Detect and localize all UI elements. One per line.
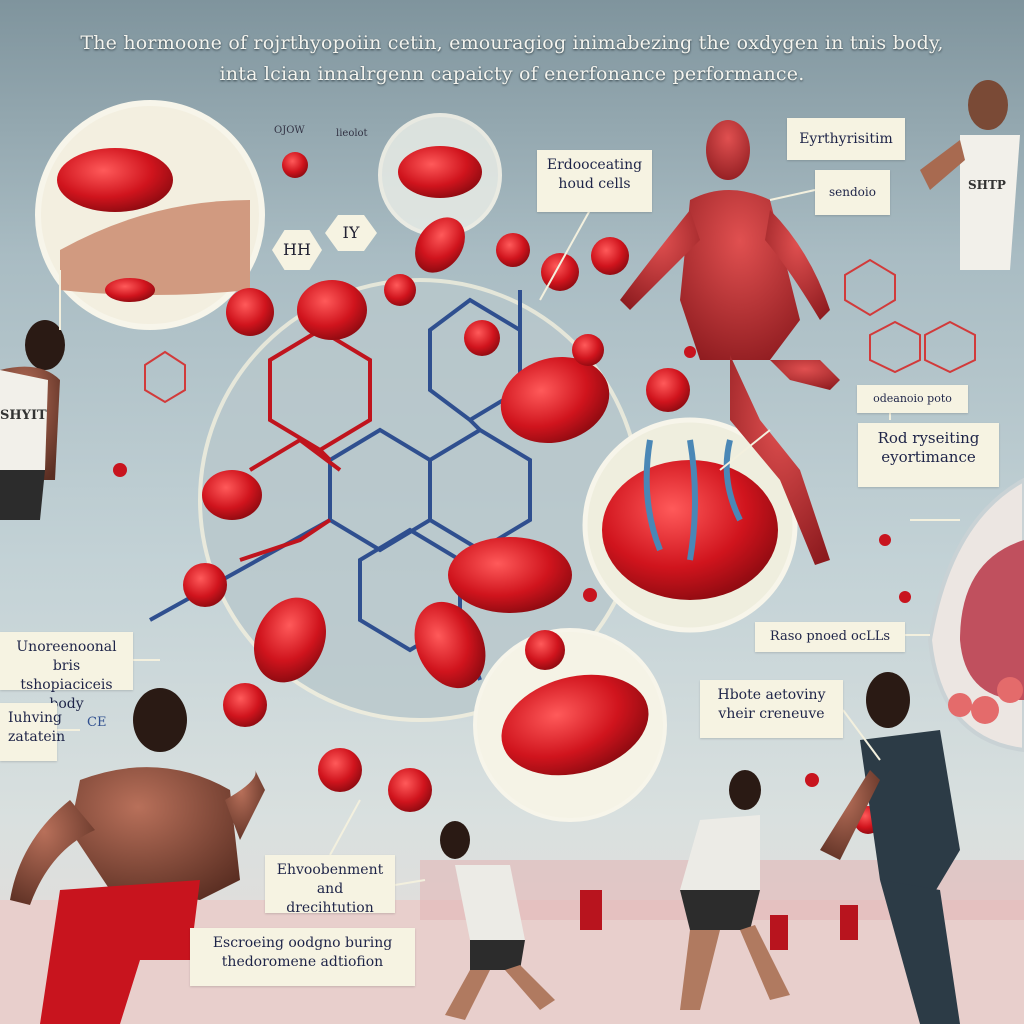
label-unoreenoonal: Unoreenoonal bris tshopiaciceis body — [0, 632, 133, 712]
label-erdooceating: Erdooceating houd cells — [537, 150, 652, 212]
label-raso: Raso pnoed ocLLs — [755, 622, 905, 652]
runner-left — [0, 320, 65, 520]
title-line-1: The hormoone of rojrthyopoiin cetin, emo… — [80, 32, 944, 54]
label-ojow: OJOW — [274, 125, 305, 136]
label-escroeing: Escroeing oodgno buring thedoromene adti… — [190, 928, 415, 986]
connector-lines — [57, 189, 960, 886]
label-iuhving: Iuhving zatatein — [0, 703, 65, 761]
lung-panel — [927, 477, 1024, 753]
anatomical-muscle-figure — [620, 120, 840, 565]
label-hbote: Hbote aetoviny vheir creneuve — [700, 680, 843, 738]
magnifier-right — [582, 417, 798, 633]
label-ce: CE — [87, 715, 107, 730]
runner-top-right — [920, 80, 1020, 270]
runner-center — [680, 770, 790, 1010]
label-eyrthyrisitim: Eyrthyrisitim — [787, 118, 905, 160]
small-hex-rings — [144, 258, 976, 404]
label-odeanoio: odeanoio poto — [857, 385, 968, 413]
shirt-text-right: SHTP — [968, 178, 1006, 192]
label-lieolot: lieolot — [336, 128, 368, 139]
magnifier-top-center — [378, 113, 502, 237]
label-sendoio: sendoio — [815, 170, 890, 215]
title-line-2: inta lcian innalrgenn capaicty of enerfo… — [219, 63, 805, 85]
magnifier-top-left — [35, 100, 265, 330]
hex-label-hh: HH — [272, 230, 322, 270]
label-ehvoobenment: Ehvoobenment and drecihtution — [265, 855, 395, 916]
runner-right — [820, 672, 960, 1024]
magnifier-bottom — [473, 628, 667, 822]
label-rod: Rod ryseiting eyortimance — [858, 423, 999, 487]
runner-bottom-center — [440, 821, 555, 1020]
runner-bottom-left — [10, 688, 265, 1024]
background-runners — [580, 890, 858, 950]
shirt-text-left: SHYIT — [0, 408, 47, 423]
